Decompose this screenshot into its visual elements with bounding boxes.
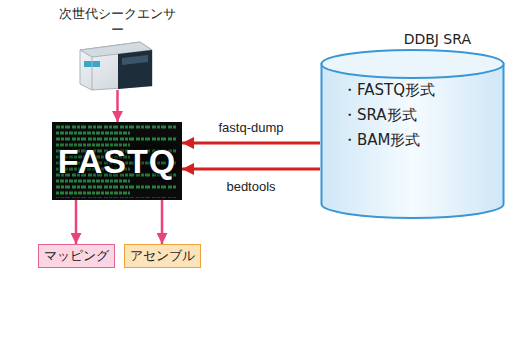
arrow-connector xyxy=(161,200,164,244)
edge-label: fastq-dump xyxy=(215,120,286,135)
device-label: 次世代シークエンサー xyxy=(55,6,180,38)
cylinder-top xyxy=(322,50,504,78)
format-item: ・FASTQ形式 xyxy=(320,78,505,103)
process-box: アセンブル xyxy=(124,244,201,268)
sequence-text-texture xyxy=(54,124,180,198)
format-item: ・BAM形式 xyxy=(320,128,505,153)
sequencer-front-panel xyxy=(118,50,152,89)
process-label: アセンブル xyxy=(130,248,195,264)
process-label: マッピング xyxy=(44,248,109,264)
database-label: DDBJ SRA xyxy=(320,30,505,48)
edge-label: bedtools xyxy=(223,179,278,194)
arrow-connector xyxy=(75,200,78,244)
sequencer-illustration xyxy=(80,42,152,90)
arrow-connector xyxy=(116,90,119,122)
format-title: FASTQ xyxy=(58,142,176,181)
arrow-connector xyxy=(182,142,320,145)
fastq-background xyxy=(52,122,182,200)
fastq-file-illustration xyxy=(52,122,182,200)
device-node: 次世代シークエンサー xyxy=(55,4,180,90)
sequencer-slot xyxy=(122,55,148,65)
arrow-connector xyxy=(182,168,320,171)
process-box: マッピング xyxy=(38,244,115,268)
sequencer-body xyxy=(80,42,152,90)
database-cylinder: DDBJ SRA ・FASTQ形式・SRA形式・BAM形式 xyxy=(320,28,505,220)
file-format-box: FASTQ xyxy=(52,122,182,200)
sequencer-edge xyxy=(92,57,93,90)
format-item: ・SRA形式 xyxy=(320,103,505,128)
